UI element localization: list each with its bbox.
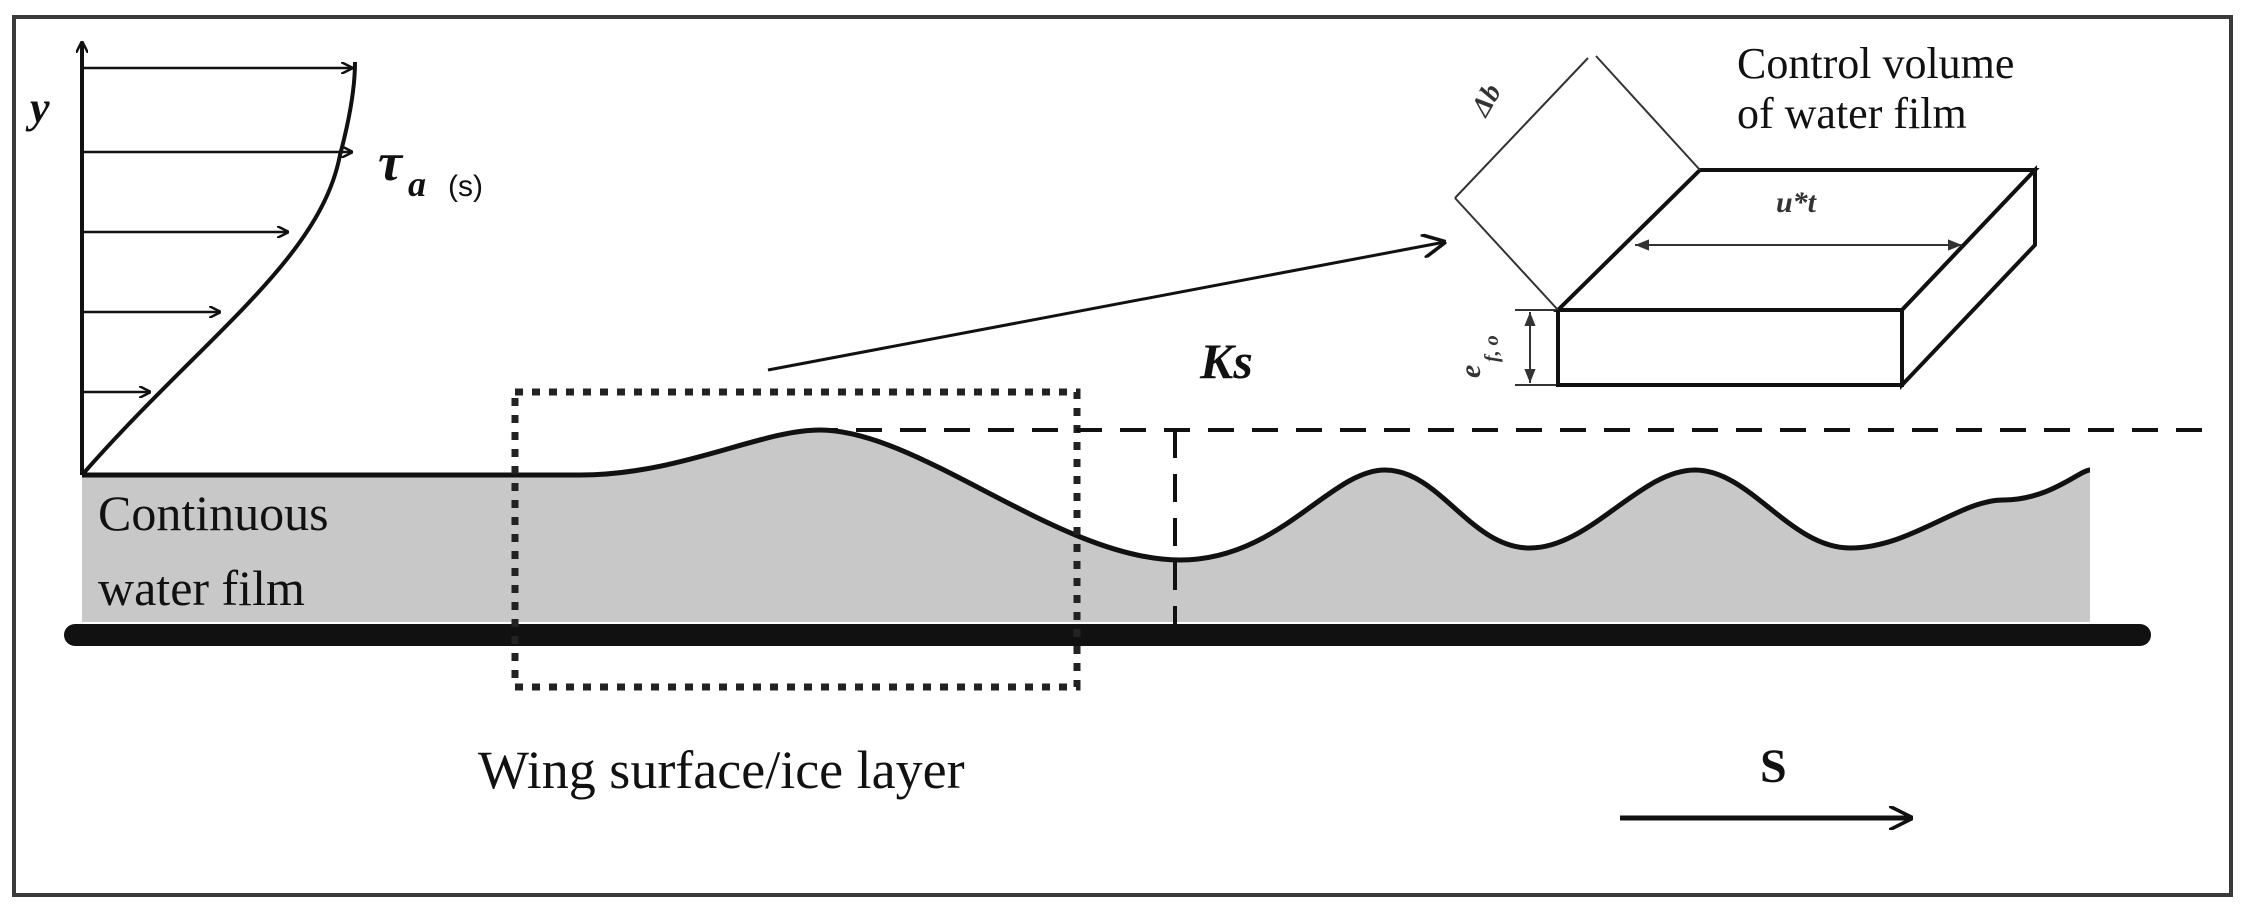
u-t-label: u*t: [1776, 186, 1818, 219]
tau-subscript: a: [408, 164, 426, 204]
tau-argument: (s): [448, 170, 483, 203]
s-direction-label: S: [1760, 740, 1787, 793]
db-dimension-line: [1454, 57, 1589, 199]
control-volume-label-line1: Control volume: [1737, 39, 2014, 88]
delta-b-label: Δb: [1465, 79, 1508, 123]
ks-label: Ks: [1199, 333, 1253, 389]
velocity-profile-curve: [80, 61, 357, 477]
e-f-subscript: f, o: [1481, 335, 1503, 362]
control-volume-label-line2: of water film: [1737, 89, 1967, 138]
selection-dotted-box: [511, 388, 1081, 691]
db-extension-top: [1595, 55, 1701, 171]
control-volume-front: [1556, 308, 1904, 387]
tau-symbol: τ: [378, 132, 404, 192]
water-film-surface: [82, 427, 2091, 563]
zoom-arrow: [767, 242, 1445, 372]
control-volume-box: [1454, 55, 2040, 391]
control-volume-side: [1900, 164, 2037, 391]
continuous-film-label-line1: Continuous: [98, 485, 329, 541]
wing-surface-label: Wing surface/ice layer: [478, 740, 965, 800]
continuous-film-label-line2: water film: [98, 560, 305, 616]
diagram-frame: [12, 15, 2233, 897]
e-f-label: e: [1454, 365, 1487, 378]
db-extension-bottom: [1454, 197, 1559, 311]
y-axis-label: y: [25, 83, 50, 132]
water-film-region: [82, 430, 2090, 622]
